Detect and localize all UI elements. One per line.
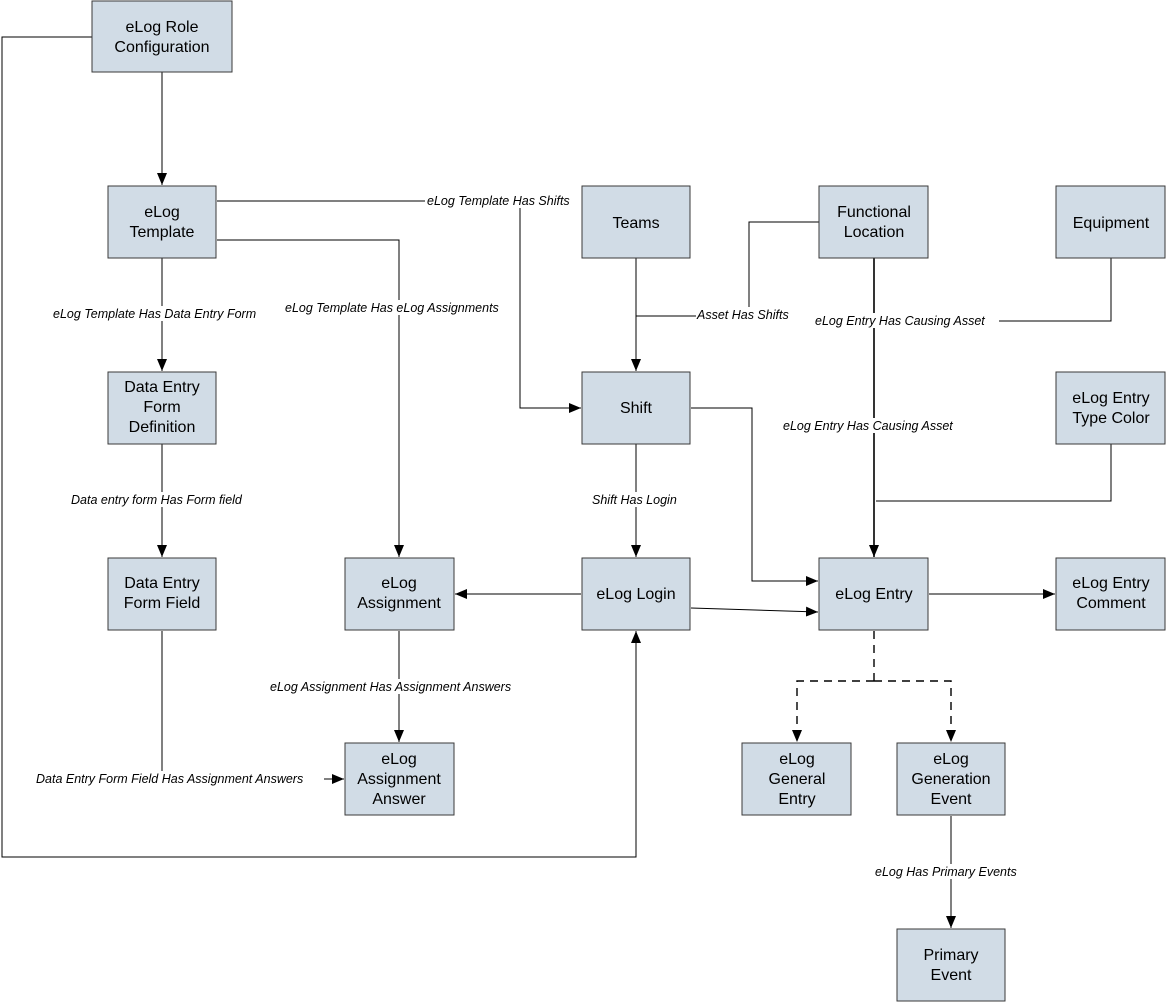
svg-text:eLog Entry: eLog Entry — [1072, 575, 1149, 592]
label-entry-causing-asset-1: eLog Entry Has Causing Asset — [815, 314, 985, 328]
node-assignment-answer[interactable]: eLog Assignment Answer — [344, 742, 455, 816]
edge-shift-to-entry — [691, 407, 818, 586]
svg-text:Teams: Teams — [612, 215, 659, 232]
edge-typecolor-to-entry — [876, 444, 1112, 502]
svg-text:Data Entry: Data Entry — [124, 575, 200, 592]
svg-text:General: General — [769, 771, 826, 788]
node-entry-comment[interactable]: eLog Entry Comment — [1055, 557, 1166, 631]
svg-text:eLog: eLog — [381, 575, 417, 592]
svg-text:Definition: Definition — [129, 419, 196, 436]
node-primary-event[interactable]: Primary Event — [896, 928, 1006, 1002]
svg-text:eLog Entry: eLog Entry — [835, 586, 912, 603]
edge-template-to-assignment — [217, 239, 404, 557]
svg-text:Entry: Entry — [778, 791, 815, 808]
svg-text:eLog: eLog — [933, 751, 969, 768]
svg-text:Form: Form — [143, 399, 180, 416]
label-shift-has-login: Shift Has Login — [592, 493, 677, 507]
node-shift[interactable]: Shift — [581, 371, 691, 445]
svg-text:Event: Event — [931, 791, 972, 808]
edge-login-to-entry — [690, 606, 819, 617]
svg-text:Comment: Comment — [1076, 595, 1146, 612]
node-equipment[interactable]: Equipment — [1055, 185, 1166, 259]
svg-text:eLog: eLog — [779, 751, 815, 768]
label-field-has-answers: Data Entry Form Field Has Assignment Ans… — [36, 772, 303, 786]
label-template-has-shifts: eLog Template Has Shifts — [427, 194, 570, 208]
svg-text:Form Field: Form Field — [124, 595, 200, 612]
node-template[interactable]: eLog Template — [107, 185, 217, 259]
label-template-has-assignments: eLog Template Has eLog Assignments — [285, 301, 499, 315]
label-has-primary-events: eLog Has Primary Events — [875, 865, 1017, 879]
node-functional-location[interactable]: Functional Location — [818, 185, 929, 259]
svg-text:Type Color: Type Color — [1072, 410, 1150, 427]
svg-text:eLog: eLog — [381, 751, 417, 768]
svg-text:Shift: Shift — [620, 400, 653, 417]
svg-text:Template: Template — [130, 224, 195, 241]
svg-text:Assignment: Assignment — [357, 595, 441, 612]
edge-equipment-to-entry — [871, 258, 1112, 322]
label-assignment-has-answers: eLog Assignment Has Assignment Answers — [270, 680, 511, 694]
edge-template-to-shift — [217, 200, 581, 413]
label-entry-causing-asset-2: eLog Entry Has Causing Asset — [783, 419, 953, 433]
svg-text:Configuration: Configuration — [114, 39, 209, 56]
svg-text:Answer: Answer — [372, 791, 426, 808]
svg-text:Generation: Generation — [911, 771, 990, 788]
label-form-has-field: Data entry form Has Form field — [71, 493, 243, 507]
edge-floc-to-shift — [636, 221, 819, 317]
node-teams[interactable]: Teams — [581, 185, 691, 259]
edge-role-to-login — [1, 36, 641, 858]
svg-text:Location: Location — [844, 224, 905, 241]
node-assignment[interactable]: eLog Assignment — [344, 557, 455, 631]
label-asset-has-shifts: Asset Has Shifts — [696, 308, 789, 322]
edge-entry-to-general-entry — [792, 680, 874, 742]
svg-text:eLog Entry: eLog Entry — [1072, 390, 1149, 407]
svg-text:Equipment: Equipment — [1073, 215, 1150, 232]
node-data-entry-form-field[interactable]: Data Entry Form Field — [107, 557, 217, 631]
node-data-entry-form-definition[interactable]: Data Entry Form Definition — [107, 371, 217, 445]
label-template-has-form: eLog Template Has Data Entry Form — [53, 307, 256, 321]
svg-text:Functional: Functional — [837, 204, 911, 221]
edge-formfield-to-answer — [161, 631, 344, 784]
svg-text:Assignment: Assignment — [357, 771, 441, 788]
node-login[interactable]: eLog Login — [581, 557, 691, 631]
node-entry[interactable]: eLog Entry — [818, 557, 929, 631]
node-entry-type-color[interactable]: eLog Entry Type Color — [1055, 371, 1166, 445]
svg-text:eLog Role: eLog Role — [126, 19, 199, 36]
node-general-entry[interactable]: eLog General Entry — [741, 742, 852, 816]
node-generation-event[interactable]: eLog Generation Event — [896, 742, 1006, 816]
edge-entry-to-generation-event — [874, 680, 956, 742]
node-role-configuration[interactable]: eLog Role Configuration — [91, 0, 233, 73]
svg-text:Event: Event — [931, 967, 972, 984]
svg-text:eLog Login: eLog Login — [596, 586, 675, 603]
svg-text:eLog: eLog — [144, 204, 180, 221]
svg-text:Data Entry: Data Entry — [124, 379, 200, 396]
svg-text:Primary: Primary — [923, 947, 978, 964]
